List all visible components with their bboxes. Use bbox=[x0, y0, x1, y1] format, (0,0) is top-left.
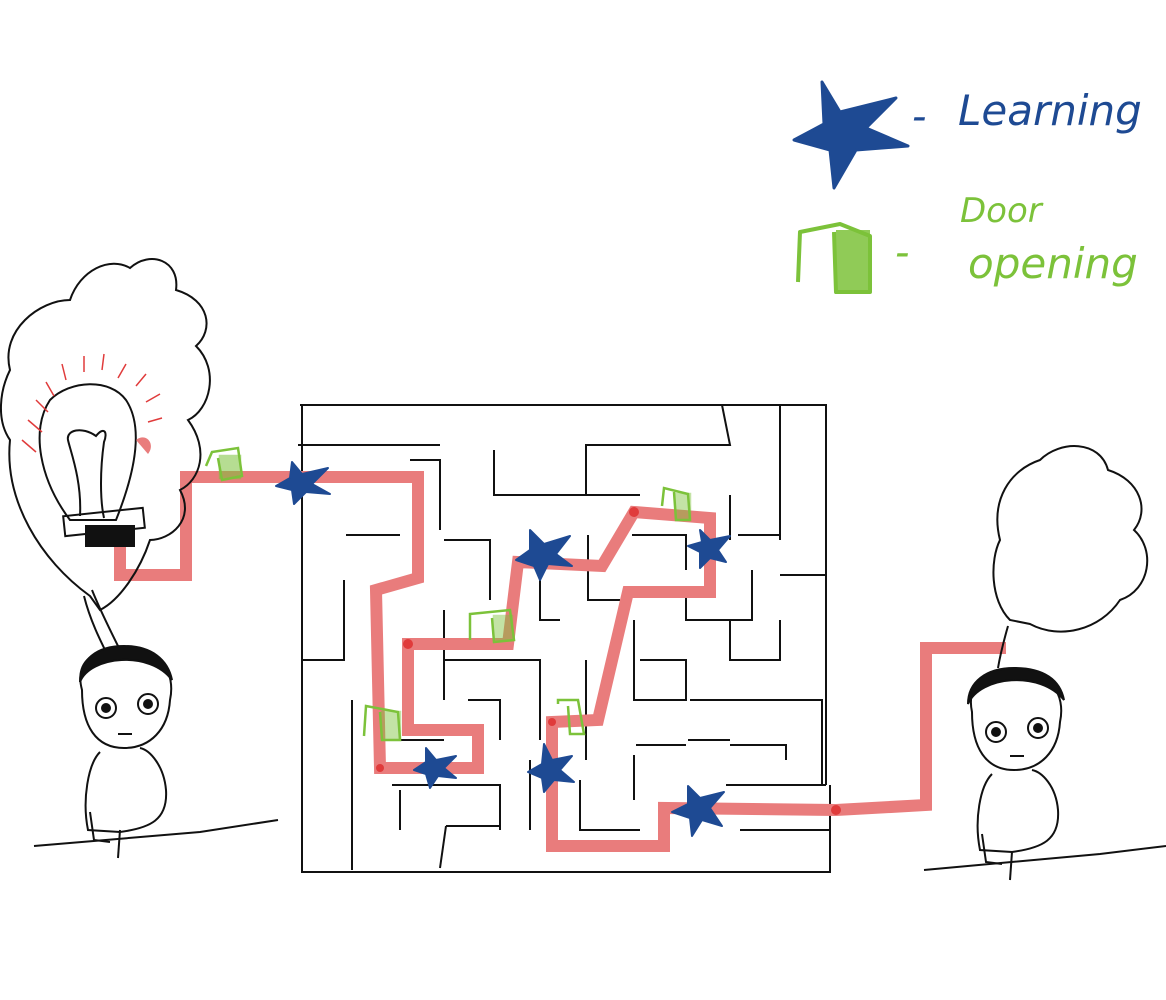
legend: - Learning - Door opening bbox=[792, 80, 1142, 294]
learning-star-icon bbox=[687, 529, 731, 569]
maze bbox=[298, 404, 831, 873]
door-icon bbox=[362, 704, 402, 742]
learning-star-icon bbox=[275, 461, 331, 505]
learning-star-icon bbox=[413, 747, 457, 789]
path-node bbox=[548, 718, 556, 726]
path-node bbox=[831, 805, 841, 815]
learning-star-icon bbox=[792, 80, 910, 190]
learning-star-icon bbox=[515, 529, 573, 581]
door-icon bbox=[660, 486, 692, 522]
bulb-highlight bbox=[136, 437, 151, 454]
legend-learning-label: Learning bbox=[958, 86, 1142, 135]
thought-cloud-icon bbox=[992, 445, 1149, 669]
lightbulb-icon bbox=[38, 383, 146, 547]
legend-door-label-line2: opening bbox=[968, 239, 1138, 288]
door-icon bbox=[796, 222, 872, 294]
learning-star-icon bbox=[671, 785, 725, 837]
bulb-base bbox=[85, 525, 135, 547]
child-figure-icon bbox=[33, 644, 279, 859]
legend-learning-dash: - bbox=[912, 94, 926, 140]
door-icon bbox=[204, 446, 244, 482]
maze-outer-wall bbox=[300, 404, 831, 873]
bulb-rays bbox=[21, 353, 163, 453]
path-node bbox=[403, 639, 413, 649]
child-figure-icon bbox=[923, 666, 1166, 881]
doors bbox=[204, 446, 692, 742]
door-icon bbox=[468, 608, 516, 644]
learning-stars bbox=[275, 461, 731, 837]
thought-cloud-icon bbox=[0, 258, 211, 661]
door-icon bbox=[556, 698, 586, 736]
learning-star-icon bbox=[527, 743, 575, 793]
legend-door-dash: - bbox=[895, 230, 909, 276]
path-node bbox=[629, 507, 639, 517]
path-node bbox=[376, 764, 384, 772]
solution-path bbox=[114, 471, 1006, 852]
legend-door-label-line1: Door bbox=[960, 191, 1044, 231]
